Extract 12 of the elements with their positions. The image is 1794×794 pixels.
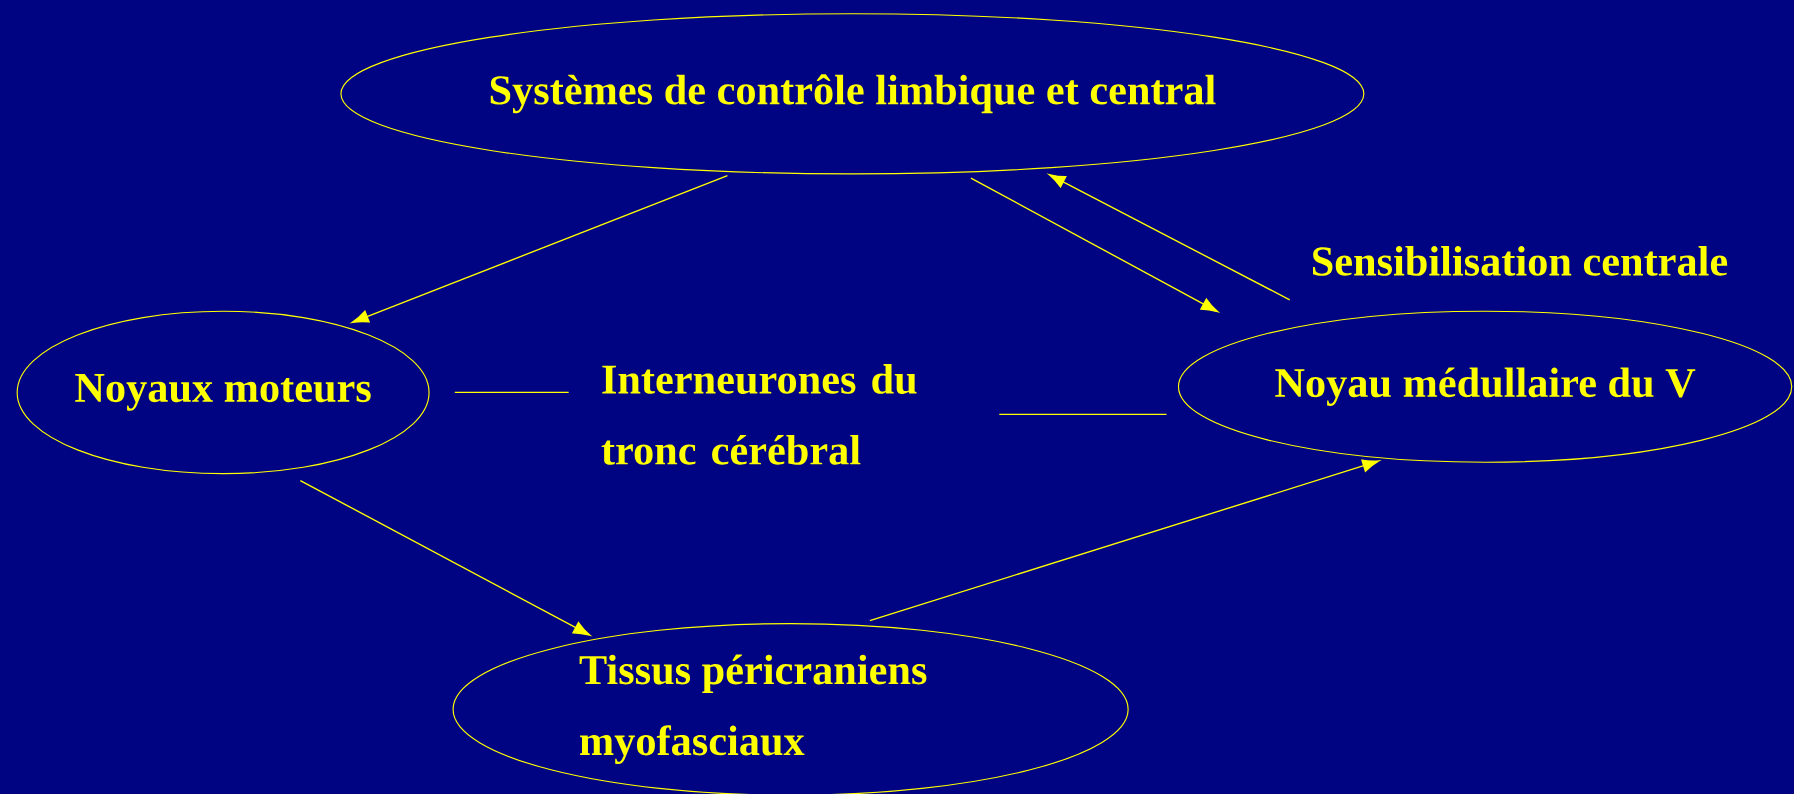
connector-line [454, 391, 570, 394]
edge-label: Sensibilisation centrale [1313, 246, 1728, 276]
ellipse-node: Noyau médullaire du V [1177, 310, 1793, 463]
arrow [299, 479, 591, 636]
arrow [351, 175, 729, 323]
ellipse-node: Systèmes de contrôle limbique et central [340, 13, 1365, 175]
connector-line [998, 413, 1168, 416]
node-text: Interneurones du tronc cérébral [601, 364, 917, 465]
arrow [970, 177, 1219, 313]
arrow [869, 459, 1380, 622]
arrow [1048, 173, 1291, 301]
ellipse-node: Noyaux moteurs [16, 310, 430, 475]
